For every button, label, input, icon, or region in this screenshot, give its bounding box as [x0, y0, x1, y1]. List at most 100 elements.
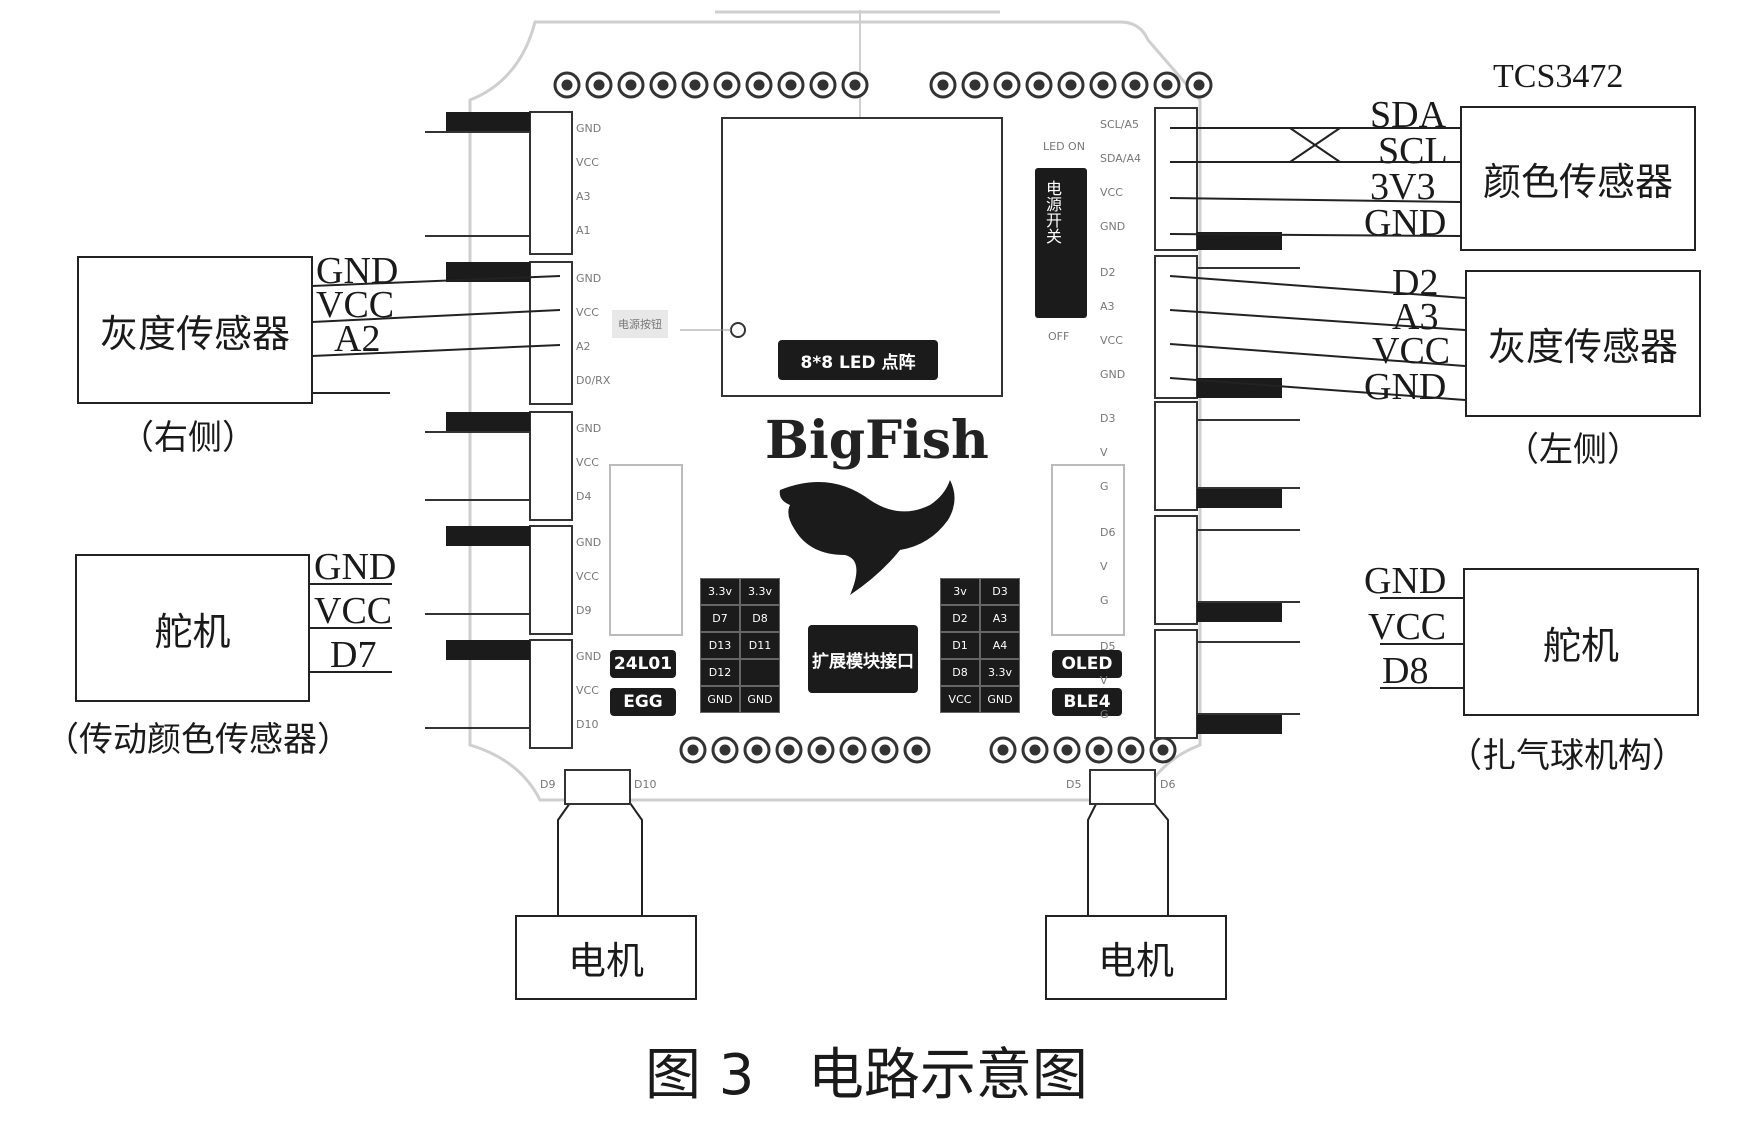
- motor-left-pin-1: D9: [540, 778, 556, 791]
- header-pin-hole: [911, 744, 923, 756]
- header-pin-hole: [689, 79, 701, 91]
- header-pin-hole: [997, 744, 1009, 756]
- color-sensor-box: 颜色传感器: [1460, 106, 1696, 251]
- board-outline: [468, 20, 1202, 802]
- header-pin-hole: [1129, 79, 1141, 91]
- header-pin-hole: [1097, 79, 1109, 91]
- servo-right-box: 舵机: [1463, 568, 1699, 716]
- gray-sensor-right-box: 灰度传感器: [77, 256, 313, 404]
- motor-connector-right: [1089, 769, 1156, 805]
- header-pin-label: V: [1100, 446, 1108, 459]
- header-pin-label: GND: [1100, 220, 1126, 233]
- header-pin-label: G: [1100, 708, 1109, 721]
- color-sensor-name: 颜色传感器: [1482, 160, 1673, 204]
- pin-grid-cell: D7: [700, 605, 740, 632]
- header-pin-hole: [1065, 79, 1077, 91]
- gray-sensor-left-box: 灰度传感器: [1465, 270, 1701, 417]
- header-pin-label: A3: [1100, 300, 1115, 313]
- pin-grid-cell: D2: [940, 605, 980, 632]
- color-pin-scl: SCL: [1378, 130, 1448, 172]
- header-pin-label: GND: [576, 422, 602, 435]
- header-pin-label: VCC: [576, 156, 599, 169]
- servo-right-pin-d8: D8: [1382, 650, 1429, 692]
- header-pin-label: D4: [576, 490, 592, 503]
- gray-sensor-left-caption: （左侧）: [1505, 430, 1641, 470]
- header-pin-label: GND: [576, 536, 602, 549]
- figure-caption: 图 3 电路示意图: [645, 1043, 1088, 1108]
- header-pin-hole: [785, 79, 797, 91]
- color-pin-gnd: GND: [1364, 202, 1447, 244]
- header-pin-label: VCC: [1100, 334, 1123, 347]
- pin-grid-cell: D8: [940, 659, 980, 686]
- pin-grid-cell: A4: [980, 632, 1020, 659]
- header-pin-label: D0/RX: [576, 374, 611, 387]
- gray-right-pin-a2: A2: [334, 318, 381, 360]
- header-pin-label: D9: [576, 604, 592, 617]
- header-pin-label: VCC: [576, 570, 599, 583]
- pin-grid-cell: [740, 659, 780, 686]
- header-pin-hole: [719, 744, 731, 756]
- header-pin-label: A3: [576, 190, 591, 203]
- power-switch-label: 电源开关: [1043, 180, 1062, 244]
- header-pin-hole: [657, 79, 669, 91]
- brand-logo: BigFish: [765, 410, 989, 471]
- motor-connector-left: [564, 769, 631, 805]
- header-pin-label: VCC: [576, 306, 599, 319]
- header-pin-hole: [847, 744, 859, 756]
- header-pin-hole: [849, 79, 861, 91]
- header-pin-hole: [687, 744, 699, 756]
- pin-grid-cell: 3.3v: [700, 578, 740, 605]
- header-pin-hole: [1061, 744, 1073, 756]
- chip-egg: EGG: [610, 688, 676, 716]
- gray-left-pin-a3: A3: [1392, 296, 1439, 338]
- gray-right-pin-gnd: GND: [316, 250, 399, 292]
- pin-grid-cell: D8: [740, 605, 780, 632]
- header-pin-label: A1: [576, 224, 591, 237]
- led-on-label: LED ON: [1043, 140, 1085, 153]
- pin-grid-cell: 3.3v: [980, 659, 1020, 686]
- pin-grid-cell: VCC: [940, 686, 980, 713]
- expansion-port-label: 扩展模块接口: [808, 625, 918, 693]
- header-pin-label: VCC: [1100, 186, 1123, 199]
- chip-24l01: 24L01: [610, 650, 676, 678]
- motor-left-pin-2: D10: [634, 778, 657, 791]
- header-pin-label: SDA/A4: [1100, 152, 1142, 165]
- pin-grid-cell: D13: [700, 632, 740, 659]
- header-pin-label: D2: [1100, 266, 1116, 279]
- motor-right-pin-2: D6: [1160, 778, 1176, 791]
- pin-grid-cell: GND: [980, 686, 1020, 713]
- pin-grid-cell: GND: [700, 686, 740, 713]
- chip-oled: OLED: [1052, 650, 1122, 678]
- header-pin-label: SCL/A5: [1100, 118, 1140, 131]
- header-pin-hole: [721, 79, 733, 91]
- motor-right-name: 电机: [1097, 939, 1174, 983]
- servo-left-caption: （传动颜色传感器）: [45, 720, 351, 760]
- header-pin-label: VCC: [576, 456, 599, 469]
- gray-left-pin-d2: D2: [1392, 262, 1439, 304]
- motor-left-name: 电机: [567, 939, 644, 983]
- header-pin-hole: [937, 79, 949, 91]
- motor-right-pin-1: D5: [1066, 778, 1082, 791]
- dolphin-logo: [779, 480, 955, 595]
- header-pin-label: G: [1100, 594, 1109, 607]
- header-pin-hole: [1033, 79, 1045, 91]
- servo-left-pin-vcc: VCC: [314, 590, 393, 632]
- pin-grid-cell: A3: [980, 605, 1020, 632]
- reset-button-label: 电源按钮: [612, 310, 668, 338]
- pin-grid-cell: 3v: [940, 578, 980, 605]
- pin-grid-cell: GND: [740, 686, 780, 713]
- servo-right-pin-vcc: VCC: [1368, 606, 1447, 648]
- gray-sensor-left-name: 灰度传感器: [1487, 325, 1678, 369]
- header-pin-label: D10: [576, 718, 599, 731]
- servo-left-pin-gnd: GND: [314, 546, 397, 588]
- header-pin-label: GND: [1100, 368, 1126, 381]
- servo-left-pin-d7: D7: [330, 634, 377, 676]
- header-pin-hole: [625, 79, 637, 91]
- top-header-right: [929, 71, 1213, 99]
- led-matrix-label: 8*8 LED 点阵: [778, 340, 938, 380]
- header-pin-label: D6: [1100, 526, 1116, 539]
- header-pin-hole: [783, 744, 795, 756]
- bottom-header-left: [679, 736, 931, 764]
- header-pin-hole: [561, 79, 573, 91]
